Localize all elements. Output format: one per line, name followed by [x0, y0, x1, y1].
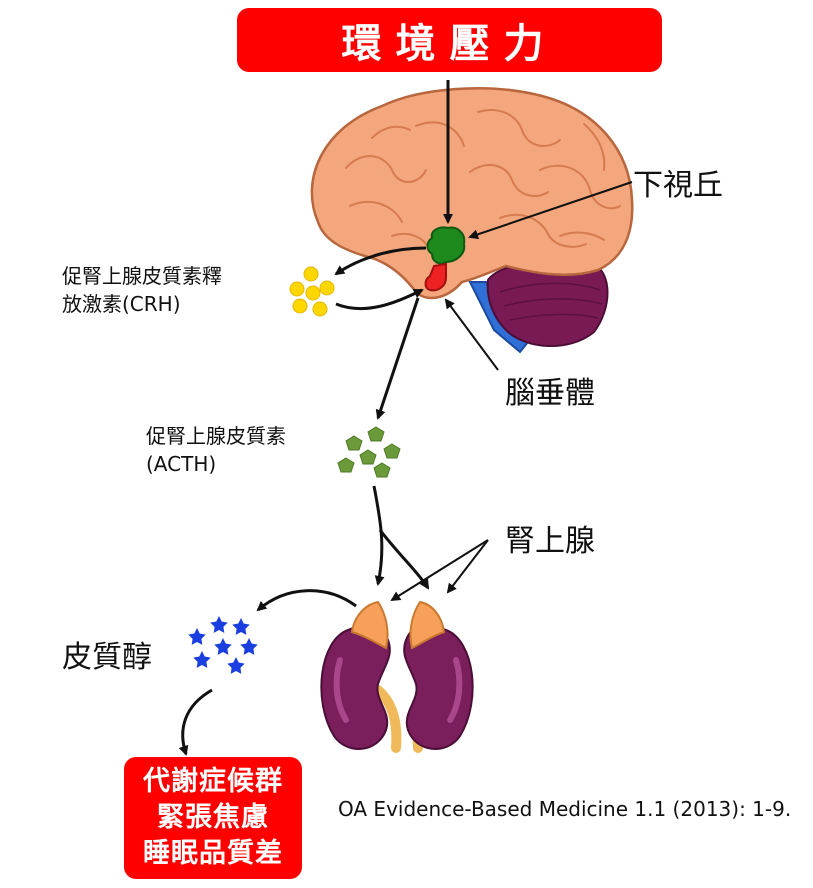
- pituitary-label: 腦垂體: [505, 376, 595, 411]
- acth-molecule: [359, 449, 377, 465]
- hypothalamus-region: [426, 226, 466, 265]
- citation-text: OA Evidence-Based Medicine 1.1 (2013): 1…: [338, 797, 792, 821]
- left-adrenal-gland: [350, 600, 389, 650]
- effect-item: 睡眠品質差: [143, 838, 283, 869]
- adrenal-label: 腎上腺: [505, 524, 595, 559]
- acth-molecule: [373, 462, 391, 478]
- acth-release-arrow: [375, 297, 420, 420]
- right-kidney: [403, 624, 474, 750]
- acth-molecule: [383, 443, 401, 459]
- crh-label-line-1: 促腎上腺皮質素釋: [62, 264, 222, 288]
- acth-to-left-adrenal-arrow: [372, 485, 385, 586]
- pituitary-pointer-arrow: [444, 298, 499, 371]
- acth-label: 促腎上腺皮質素 (ACTH): [146, 422, 286, 478]
- cortisol-molecule: [240, 638, 258, 655]
- arrows: [178, 80, 633, 756]
- right-adrenal-gland: [409, 600, 446, 650]
- acth-to-right-adrenal-arrow: [378, 529, 430, 590]
- adrenal-pointer-right: [446, 539, 489, 594]
- crh-molecule: [303, 266, 319, 282]
- acth-label-line-2: (ACTH): [146, 452, 217, 476]
- stressor-label: 環境壓力: [341, 21, 558, 67]
- effect-item: 緊張焦慮: [157, 802, 269, 833]
- kidneys-illustration: [320, 600, 474, 753]
- left-kidney-highlight: [333, 657, 349, 723]
- crh-molecules: [289, 266, 335, 317]
- cortisol-molecule: [193, 651, 211, 668]
- effects-box: 代謝症候群 緊張焦慮 睡眠品質差: [124, 757, 302, 879]
- cortisol-label: 皮質醇: [62, 640, 152, 675]
- acth-label-line-1: 促腎上腺皮質素: [146, 424, 286, 448]
- adrenal-pointer-left: [390, 539, 489, 602]
- acth-molecule: [345, 435, 363, 451]
- crh-label: 促腎上腺皮質素釋 放激素(CRH): [62, 262, 222, 318]
- cortisol-molecules: [188, 616, 258, 674]
- crh-molecule: [305, 285, 321, 301]
- cerebrum: [310, 87, 634, 300]
- crh-return-arrow: [335, 288, 424, 311]
- cortisol-molecule: [227, 657, 245, 674]
- hypothalamus-pointer-arrow: [468, 181, 633, 240]
- left-ureter: [373, 685, 402, 753]
- acth-molecules: [337, 426, 401, 478]
- crh-molecule: [312, 301, 328, 317]
- cortisol-release-arrow: [256, 589, 357, 612]
- cortisol-molecule: [232, 618, 250, 635]
- cortisol-molecule: [188, 628, 206, 645]
- right-kidney-highlight: [447, 657, 463, 723]
- hypothalamus-label: 下視丘: [633, 168, 723, 203]
- cerebellum-folds: [499, 282, 603, 321]
- cortisol-effect-arrow: [178, 688, 213, 756]
- effect-item: 代謝症候群: [143, 766, 283, 797]
- crh-molecule: [292, 298, 308, 314]
- cortisol-molecule: [210, 616, 228, 633]
- crh-release-arrow: [334, 246, 427, 276]
- brain-illustration: [310, 87, 634, 354]
- crh-molecule: [289, 281, 305, 297]
- stressor-box: 環境壓力: [237, 8, 662, 72]
- acth-molecule: [337, 457, 355, 473]
- acth-molecule: [367, 426, 385, 442]
- pituitary-region: [424, 262, 447, 292]
- crh-label-line-2: 放激素(CRH): [62, 292, 181, 316]
- crh-molecule: [319, 280, 335, 296]
- cortisol-molecule: [214, 638, 232, 655]
